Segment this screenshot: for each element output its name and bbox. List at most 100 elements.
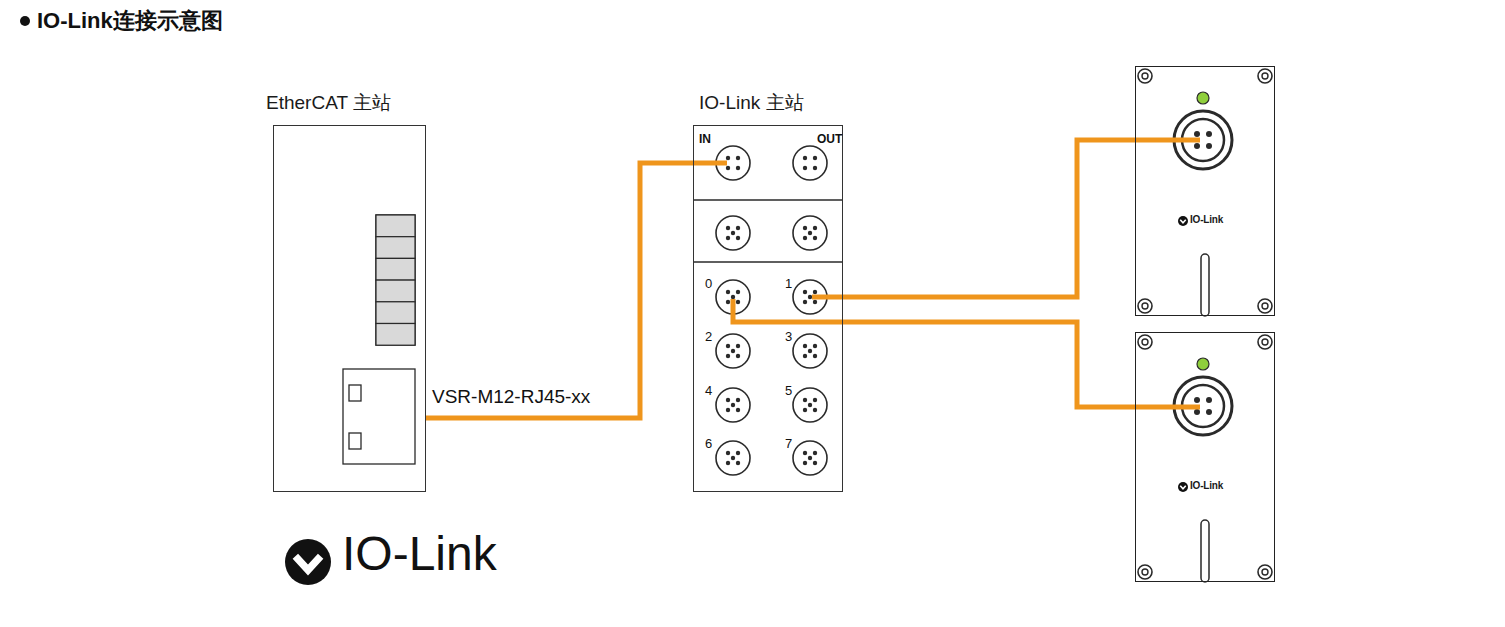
port-pin <box>726 226 730 230</box>
port-pin <box>731 456 735 460</box>
sensor-device: IO-Link <box>1135 332 1275 582</box>
port-pin <box>726 451 730 455</box>
port-pin <box>803 166 807 170</box>
mount-screw-hole <box>1142 73 1148 79</box>
port-number: 0 <box>705 277 712 290</box>
rj45-port <box>349 433 361 449</box>
master-box: IO-Link 主站 <box>693 125 843 492</box>
io-link-logo-icon-mark <box>295 556 320 570</box>
device-logo-text: IO-Link <box>1190 214 1223 225</box>
led <box>376 237 415 259</box>
port-pin <box>803 461 807 465</box>
port-pin <box>813 451 817 455</box>
port-pin <box>736 226 740 230</box>
led <box>376 324 415 346</box>
port-pin <box>731 231 735 235</box>
port-pin <box>808 349 812 353</box>
led <box>376 280 415 302</box>
led <box>376 215 415 237</box>
port-pin <box>803 344 807 348</box>
connector-pin <box>1194 131 1200 137</box>
port-pin <box>813 156 817 160</box>
port-pin <box>726 354 730 358</box>
m12-port <box>716 441 750 475</box>
cable-stub <box>733 299 843 322</box>
port-pin <box>736 354 740 358</box>
port-pin <box>808 231 812 235</box>
rj45-panel <box>343 369 415 464</box>
port-number: 7 <box>785 437 792 450</box>
port-pin <box>813 236 817 240</box>
m12-port <box>793 441 827 475</box>
diagram-title: IO-Link连接示意图 <box>37 6 223 36</box>
cable <box>843 322 1135 407</box>
master-box: EtherCAT 主站 <box>273 125 426 492</box>
port-number: 2 <box>705 330 712 343</box>
m12-port <box>793 216 827 250</box>
led <box>376 258 415 280</box>
cable-stub <box>1135 405 1200 410</box>
device-slot <box>1201 254 1209 316</box>
port-pin <box>726 300 730 304</box>
port-pin <box>813 461 817 465</box>
port-pin <box>803 398 807 402</box>
connector-pin <box>1194 397 1200 403</box>
mount-screw-hole <box>1142 339 1148 345</box>
port-pin <box>731 403 735 407</box>
cable-label: VSR-M12-RJ45-xx <box>430 387 592 408</box>
connector-pin <box>1206 131 1212 137</box>
port-number: 5 <box>785 384 792 397</box>
m12-port <box>793 146 827 180</box>
port-pin <box>726 344 730 348</box>
port-pin <box>736 461 740 465</box>
port-pin <box>813 166 817 170</box>
status-led <box>1197 358 1209 370</box>
port-pin <box>813 226 817 230</box>
mount-screw-hole <box>1262 73 1268 79</box>
m12-port <box>716 334 750 368</box>
port-pin <box>808 403 812 407</box>
mount-screw <box>1138 299 1152 313</box>
port-number: 1 <box>785 277 792 290</box>
port-pin <box>726 290 730 294</box>
port-pin <box>736 344 740 348</box>
rj45-port <box>349 385 361 401</box>
mount-screw-hole <box>1262 569 1268 575</box>
port-pin <box>726 236 730 240</box>
port-pin <box>813 408 817 412</box>
port-pin <box>813 344 817 348</box>
cable-stub <box>1135 138 1200 143</box>
device-logo-icon <box>1178 482 1188 492</box>
led <box>376 302 415 324</box>
section-divider <box>693 199 843 200</box>
mount-screw <box>1258 335 1272 349</box>
port-pin <box>726 398 730 402</box>
io-link-logo-icon <box>285 539 331 585</box>
device-logo-icon-mark <box>1180 220 1186 223</box>
port-pin <box>736 300 740 304</box>
mount-screw <box>1258 299 1272 313</box>
mount-screw-hole <box>1262 303 1268 309</box>
device-logo-text: IO-Link <box>1190 480 1223 491</box>
section-divider <box>693 261 843 262</box>
port-pin <box>803 156 807 160</box>
sensor-device: IO-Link <box>1135 66 1275 316</box>
device-logo-icon <box>1178 216 1188 226</box>
port-pin <box>803 236 807 240</box>
mount-screw <box>1138 565 1152 579</box>
port-number: 4 <box>705 384 712 397</box>
mount-screw-hole <box>1142 303 1148 309</box>
m12-port <box>716 388 750 422</box>
port-pin <box>813 290 817 294</box>
port-pin <box>813 354 817 358</box>
device-slot <box>1201 520 1209 582</box>
m12-port <box>793 388 827 422</box>
port-number: 3 <box>785 330 792 343</box>
port-number: 6 <box>705 437 712 450</box>
port-pin <box>726 461 730 465</box>
node-heading: EtherCAT 主站 <box>266 90 391 116</box>
port-label: IN <box>699 133 711 145</box>
port-pin <box>803 290 807 294</box>
port-pin <box>736 236 740 240</box>
mount-screw-hole <box>1142 569 1148 575</box>
